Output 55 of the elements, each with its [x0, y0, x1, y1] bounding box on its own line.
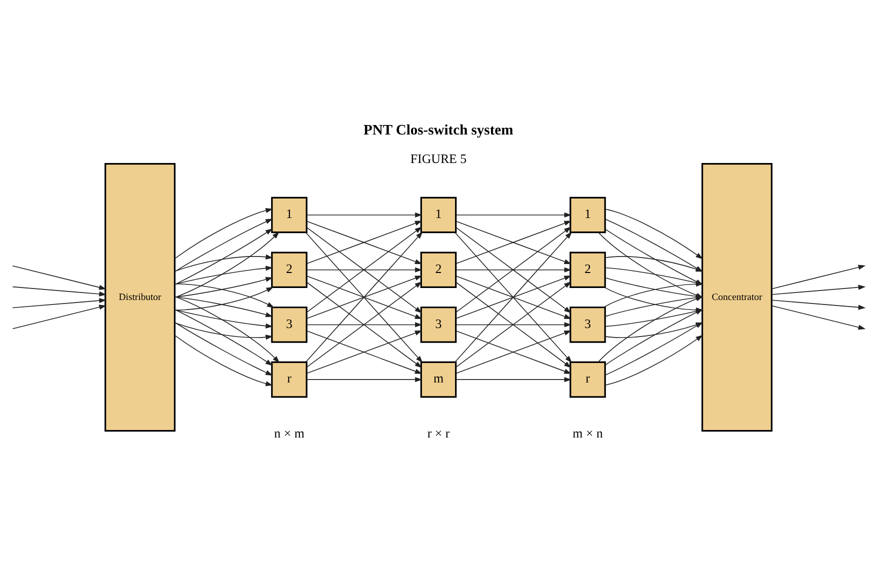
- arrow: [456, 266, 572, 272]
- arrow: [771, 284, 866, 294]
- arrow: [174, 309, 273, 328]
- node-box: Concentrator: [701, 162, 772, 432]
- label: FIGURE 5: [410, 152, 467, 166]
- arrow: [306, 376, 422, 382]
- arrow: [174, 218, 273, 272]
- arrow: [12, 298, 106, 308]
- diagram-title: PNT Clos-switch system: [363, 122, 514, 138]
- arrow: [306, 322, 422, 327]
- arrow: [456, 220, 572, 264]
- arrow: [174, 228, 273, 284]
- arrow: [456, 322, 572, 327]
- node-box: 3: [271, 306, 308, 342]
- node-box: 1: [271, 196, 308, 233]
- arrow: [12, 264, 106, 290]
- label: n × m: [274, 426, 304, 440]
- arrow: [174, 265, 273, 284]
- node-box: 1: [570, 196, 606, 233]
- arrow: [456, 376, 572, 382]
- node-box: 3: [420, 306, 457, 342]
- arrow: [174, 308, 273, 366]
- label: r × r: [427, 426, 450, 440]
- label: m × n: [572, 426, 603, 440]
- node-box: 2: [570, 251, 606, 288]
- arrow: [174, 296, 273, 317]
- arrow: [12, 304, 106, 329]
- node-box: r: [271, 360, 308, 398]
- node-box: r: [570, 360, 606, 398]
- arrow: [604, 334, 703, 385]
- arrow: [604, 208, 703, 259]
- arrow: [306, 266, 422, 272]
- arrow: [174, 276, 273, 298]
- node-box: 2: [271, 251, 308, 288]
- arrow: [174, 254, 273, 272]
- node-box: m: [420, 360, 457, 398]
- arrow: [174, 322, 273, 340]
- arrow: [771, 264, 866, 289]
- node-box: 2: [420, 251, 457, 288]
- arrow: [771, 304, 866, 330]
- node-box: 1: [420, 196, 457, 233]
- arrow: [174, 231, 280, 298]
- arrow: [174, 208, 273, 258]
- arrow: [456, 212, 572, 218]
- node-box: 3: [570, 306, 606, 342]
- arrow: [306, 212, 422, 218]
- arrow: [12, 286, 106, 296]
- arrow: [306, 275, 422, 318]
- arrow: [174, 322, 273, 376]
- node-box: Distributor: [104, 162, 176, 432]
- arrow: [771, 299, 866, 310]
- arrow: [306, 220, 422, 264]
- arrow: [174, 296, 280, 362]
- arrow: [174, 334, 273, 386]
- arrow: [456, 275, 572, 318]
